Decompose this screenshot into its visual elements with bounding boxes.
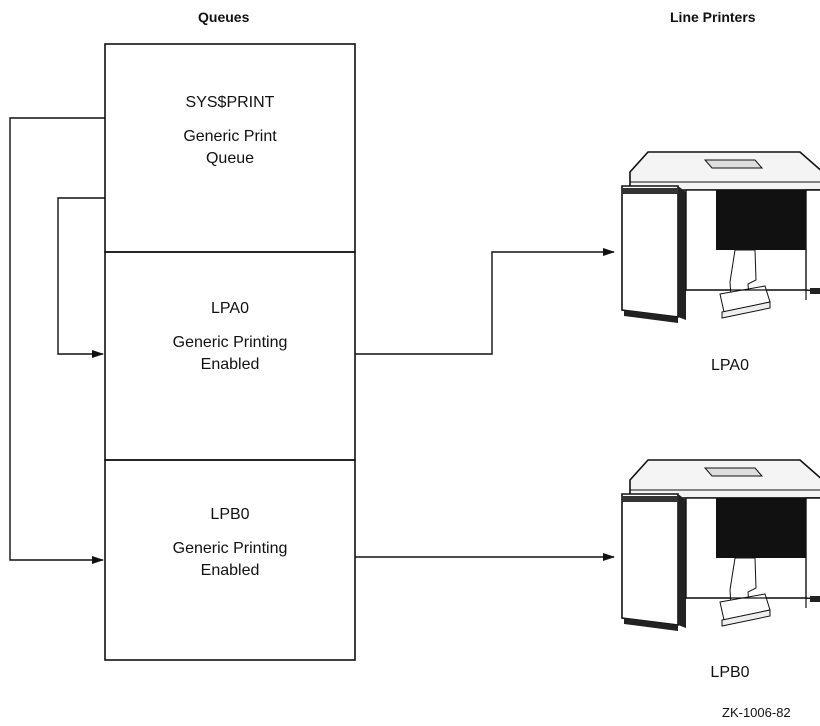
queue-lpb0-text: LPB0 Generic Printing Enabled <box>105 504 355 582</box>
queue-description-line2: Enabled <box>200 562 260 579</box>
figure-id: ZK-1006-82 <box>722 705 791 720</box>
queue-description-line1: Generic Printing <box>172 334 288 351</box>
line-printer-lpa0-icon <box>621 151 820 324</box>
queue-sysprint-text: SYS$PRINT Generic Print Queue <box>105 92 355 170</box>
printer-label-lpa0: LPA0 <box>711 357 749 374</box>
queue-box-lpb0 <box>104 459 356 661</box>
connector-sysprint-to-lpa0 <box>57 197 105 358</box>
queue-description-line1: Generic Printing <box>172 540 288 557</box>
connector-sysprint-to-lpb0 <box>9 117 105 564</box>
queue-name: SYS$PRINT <box>185 94 275 111</box>
line-printers-header: Line Printers <box>670 9 756 25</box>
queue-description-line1: Generic Print <box>183 128 277 145</box>
printer-label-lpb0: LPB0 <box>710 664 750 681</box>
queue-name: LPA0 <box>211 300 249 317</box>
connector-lpa0-queue-to-printer <box>355 248 615 355</box>
queue-description-line2: Enabled <box>200 356 260 373</box>
queue-description-line2: Queue <box>205 150 255 167</box>
queue-lpa0-text: LPA0 Generic Printing Enabled <box>105 298 355 376</box>
line-printer-lpb0-icon <box>621 459 820 632</box>
queue-name: LPB0 <box>210 506 250 523</box>
queues-header: Queues <box>198 9 250 25</box>
